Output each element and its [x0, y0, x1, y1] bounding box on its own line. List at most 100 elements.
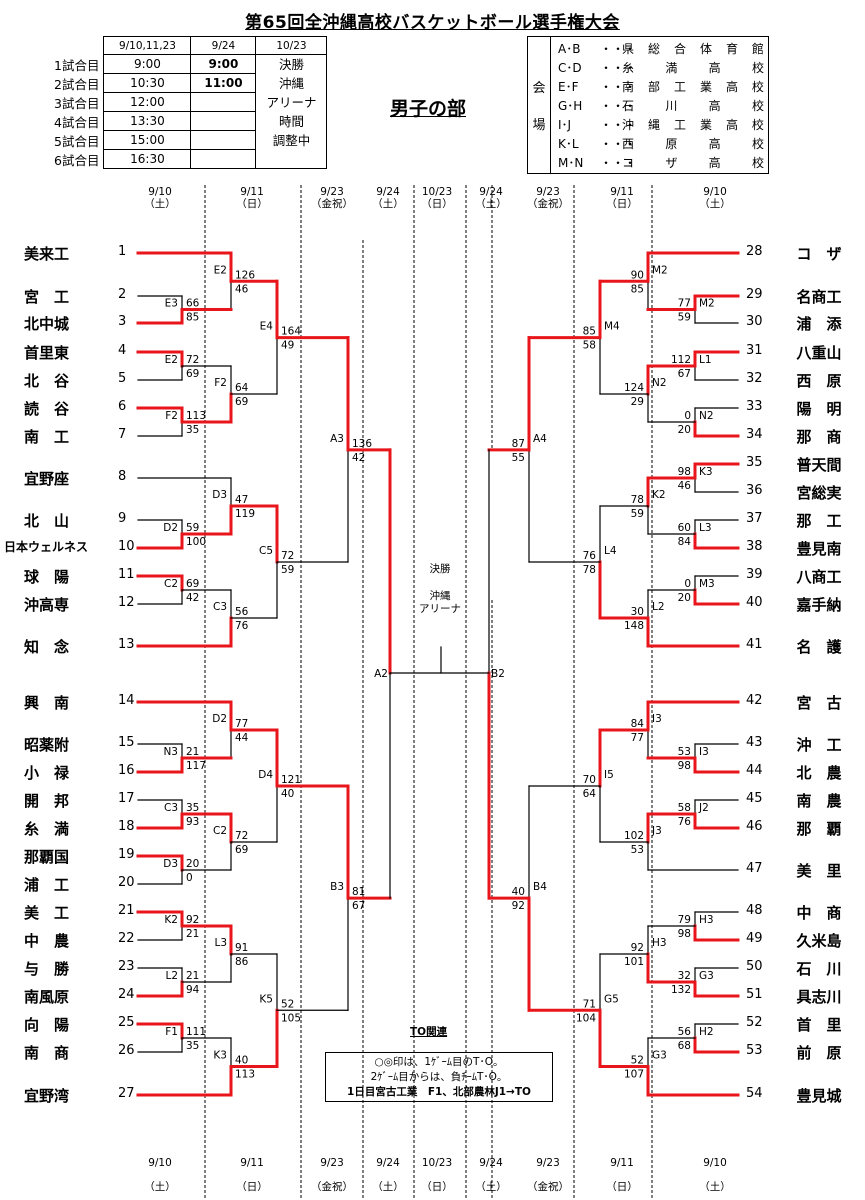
- venue-name: 糸満高校: [622, 61, 764, 75]
- match-score-top: 72: [186, 354, 199, 366]
- final-venue-line: アリーナ: [419, 603, 461, 615]
- team-name: 美来工: [24, 245, 70, 263]
- team-name: 読 谷: [24, 400, 70, 418]
- match-score-bottom: 35: [186, 424, 199, 436]
- match-score-bottom: 113: [235, 1069, 255, 1081]
- date-column-header: 9/10（土）: [144, 186, 176, 210]
- match-score-top: 92: [631, 942, 644, 954]
- final-note-line: アリーナ: [266, 95, 317, 110]
- match-venue-code: L2: [165, 970, 178, 982]
- team-name: 首里東: [24, 344, 70, 362]
- team-name: 中 農: [24, 932, 70, 950]
- match-score-top: 102: [624, 830, 644, 842]
- match-score-top: 30: [631, 606, 644, 618]
- match-venue-code: D3: [163, 858, 178, 870]
- team-seed-number: 3: [118, 314, 127, 329]
- to-note-line: 1日目宮古工業 F1、北部農林J1→TO: [347, 1086, 531, 1098]
- team-seed-number: 47: [746, 861, 763, 876]
- team-seed-number: 50: [746, 959, 763, 974]
- match-score-top: 112: [671, 354, 691, 366]
- match-score-top: 40: [235, 1055, 248, 1067]
- match-score-bottom: 104: [576, 1012, 596, 1024]
- section-title: 男子の部: [390, 98, 467, 120]
- match-venue-code: B2: [491, 668, 505, 680]
- venue-name: 西原高校: [622, 137, 764, 151]
- venue-name: 沖縄工業高校: [622, 118, 764, 132]
- team-seed-number: 25: [118, 1015, 135, 1030]
- team-name: 与 勝: [24, 960, 70, 978]
- match-score-top: 79: [678, 914, 691, 926]
- team-name: 美 工: [24, 904, 70, 922]
- venue-row: K･L・・・西原高校: [558, 134, 766, 153]
- match-venue-code: B3: [330, 881, 344, 893]
- match-score-top: 71: [583, 998, 596, 1010]
- date-column-header: 9/23（金祝）: [311, 186, 353, 210]
- venue-label-char: 場: [532, 118, 546, 133]
- match-score-bottom: 148: [624, 620, 644, 632]
- team-seed-number: 5: [118, 371, 127, 386]
- match-venue-code: G3: [652, 1050, 667, 1062]
- match-score-top: 78: [631, 494, 644, 506]
- team-seed-number: 34: [746, 427, 763, 442]
- match-score-top: 84: [631, 718, 645, 730]
- team-seed-number: 7: [118, 427, 127, 442]
- match-score-bottom: 86: [235, 956, 249, 968]
- team-name: 名商工: [796, 288, 842, 306]
- date-column-header: 9/10（土）: [699, 1157, 731, 1193]
- match-venue-code: C3: [164, 802, 178, 814]
- match-score-top: 81: [352, 886, 365, 898]
- team-name: 美 里: [796, 862, 842, 880]
- match-score-bottom: 85: [186, 312, 199, 324]
- game-time: [190, 149, 257, 169]
- match-score-bottom: 132: [671, 984, 691, 996]
- match-score-top: 121: [281, 774, 301, 786]
- team-seed-number: 40: [746, 595, 763, 610]
- match-score-bottom: 42: [186, 592, 199, 604]
- date-column-header: 9/11（日）: [606, 1157, 638, 1193]
- team-name: 前 原: [796, 1044, 842, 1062]
- team-seed-number: 13: [118, 637, 135, 652]
- match-venue-code: K3: [213, 1050, 227, 1062]
- match-venue-code: A4: [533, 433, 547, 445]
- match-venue-code: G3: [699, 970, 714, 982]
- match-score-top: 52: [631, 1055, 644, 1067]
- team-seed-number: 12: [118, 595, 135, 610]
- match-venue-code: K2: [652, 489, 666, 501]
- team-name: 開 邦: [24, 792, 70, 810]
- team-seed-number: 11: [118, 567, 135, 582]
- match-score-top: 32: [678, 970, 691, 982]
- match-venue-code: L1: [699, 354, 712, 366]
- team-name: 北中城: [24, 315, 70, 333]
- team-name: 北 農: [796, 764, 842, 782]
- venue-row: G･H・・・石川高校: [558, 96, 766, 115]
- match-score-top: 20: [186, 858, 199, 870]
- final-schedule-note: 決勝 沖縄 アリーナ 時間 調整中: [255, 54, 328, 169]
- team-seed-number: 49: [746, 931, 763, 946]
- match-score-top: 69: [186, 578, 199, 590]
- team-seed-number: 19: [118, 847, 135, 862]
- team-name: 宮 古: [796, 694, 842, 712]
- date-column-header: 9/10（土）: [699, 186, 731, 210]
- team-name: 知 念: [24, 638, 70, 656]
- match-score-top: 58: [678, 802, 691, 814]
- match-score-top: 56: [678, 1026, 692, 1038]
- match-score-top: 77: [678, 298, 691, 310]
- match-score-top: 66: [186, 298, 200, 310]
- date-column-header: 9/24（土）: [475, 1157, 507, 1193]
- team-name: 石 川: [796, 960, 842, 978]
- match-score-top: 98: [678, 466, 691, 478]
- match-score-bottom: 55: [512, 452, 525, 464]
- to-note-line: ○◎印は、1ｹﾞｰﾑ目のT･O。: [374, 1056, 504, 1068]
- match-venue-code: H3: [652, 937, 667, 949]
- match-score-bottom: 69: [186, 368, 199, 380]
- game-time: 12:00: [103, 92, 192, 112]
- venue-label-char: 会: [532, 81, 546, 96]
- final-note-line: 決勝: [278, 57, 304, 72]
- match-score-bottom: 105: [281, 1012, 301, 1024]
- team-seed-number: 28: [746, 244, 763, 259]
- team-seed-number: 44: [746, 763, 763, 778]
- team-name: 球 陽: [24, 568, 70, 586]
- date-column-header: 9/23（金祝）: [527, 186, 569, 210]
- match-venue-code: L3: [699, 522, 712, 534]
- match-score-top: 21: [186, 970, 199, 982]
